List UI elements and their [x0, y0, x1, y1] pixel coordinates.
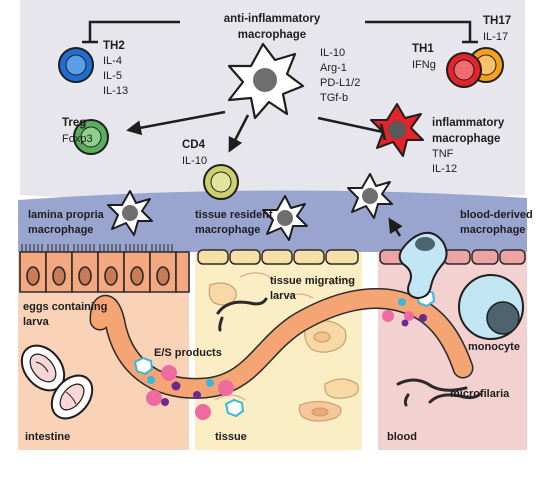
lamina-propria-macrophage-cell — [107, 190, 153, 236]
inflammatory-title-2: macrophage — [432, 133, 500, 145]
eggs — [20, 344, 94, 420]
microfilaria-label: microfilaria — [450, 388, 510, 400]
anti-inflammatory-marker: IL-10 — [320, 47, 345, 59]
th1-cell — [446, 52, 482, 88]
blood-derived-macrophage-cell — [347, 173, 393, 219]
cd4-cell — [203, 164, 239, 200]
th2-cell — [58, 47, 94, 83]
anti-inflammatory-title-1: anti-inflammatory — [224, 13, 321, 25]
anti-inflammatory-marker: TGf-b — [320, 92, 348, 104]
th2-title: TH2 — [103, 40, 125, 52]
th17-title: TH17 — [483, 15, 511, 27]
tissue-migrating-label-2: larva — [270, 290, 297, 302]
anti-inflammatory-title-2: macrophage — [238, 29, 306, 41]
es-products — [133, 288, 436, 420]
eggs-label-2: larva — [23, 316, 50, 328]
anti-inflammatory-macrophage-cell — [227, 42, 305, 120]
tissue-resident-label-1: tissue resident — [195, 209, 273, 221]
treg-marker: Foxp3 — [62, 133, 93, 145]
treg-cell — [73, 119, 109, 155]
cd4-title: CD4 — [182, 139, 206, 151]
treg-title: Treg — [62, 117, 86, 129]
inflammatory-marker: TNF — [432, 148, 454, 160]
th17-marker: IL-17 — [483, 31, 508, 43]
monocyte — [458, 274, 524, 340]
tissue-epithelium — [197, 249, 359, 265]
th1-title: TH1 — [412, 43, 434, 55]
lamina-propria-label-1: lamina propria — [28, 209, 105, 221]
cd4-marker: IL-10 — [182, 155, 207, 167]
th2-marker: IL-5 — [103, 70, 122, 82]
es-products-label: E/S products — [154, 347, 222, 359]
lamina-propria-label-2: macrophage — [28, 224, 93, 236]
interaction-arrows — [82, 20, 478, 237]
intestinal-epithelium — [19, 244, 190, 293]
tissue-cells — [208, 282, 359, 422]
th2-marker: IL-13 — [103, 85, 128, 97]
fibers — [214, 272, 355, 401]
blood-derived-label-2: macrophage — [460, 224, 525, 236]
th2-marker: IL-4 — [103, 55, 122, 67]
blood-label: blood — [387, 431, 417, 443]
intestine-label: intestine — [25, 431, 70, 443]
tissue-resident-label-2: macrophage — [195, 224, 260, 236]
th1-marker: IFNg — [412, 59, 436, 71]
inflammatory-title-1: inflammatory — [432, 117, 505, 129]
tissue-migrating-label-1: tissue migrating — [270, 275, 355, 287]
tissue-larvae — [216, 297, 268, 332]
tissue-resident-macrophage-cell — [262, 195, 308, 241]
inflammatory-macrophage-cell — [370, 103, 424, 157]
eggs-label-1: eggs containing — [23, 301, 107, 313]
crossing-monocyte — [398, 231, 448, 300]
monocyte-label: monocyte — [468, 341, 520, 353]
anti-inflammatory-marker: PD-L1/2 — [320, 77, 360, 89]
microfilaria — [396, 378, 482, 407]
tissue-label: tissue — [215, 431, 247, 443]
anti-inflammatory-marker: Arg-1 — [320, 62, 347, 74]
blood-derived-label-1: blood-derived — [460, 209, 533, 221]
inflammatory-marker: IL-12 — [432, 163, 457, 175]
